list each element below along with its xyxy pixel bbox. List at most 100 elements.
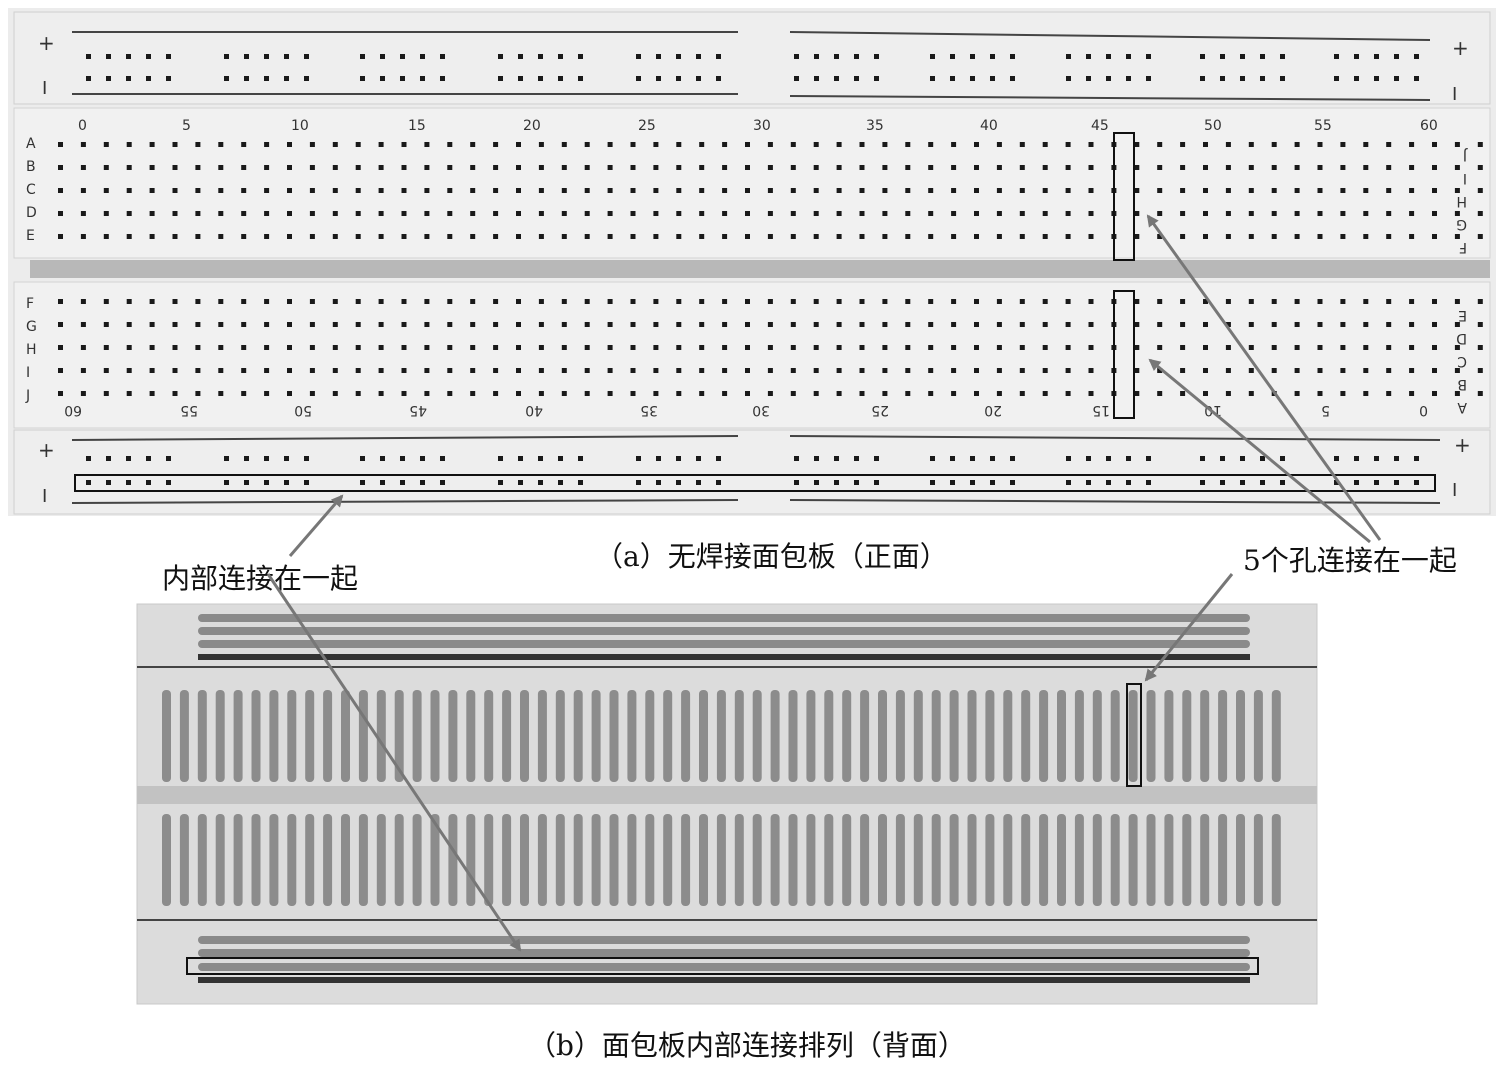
terminal-strip bbox=[806, 814, 816, 906]
hole bbox=[172, 299, 178, 304]
row-letter: C bbox=[1457, 353, 1467, 369]
hole bbox=[767, 391, 773, 396]
hole bbox=[332, 345, 338, 350]
hole bbox=[1065, 322, 1071, 327]
row-letter: D bbox=[1456, 330, 1467, 346]
terminal-strip bbox=[466, 814, 476, 906]
column-number: 15 bbox=[408, 118, 426, 134]
rail-hole bbox=[558, 54, 563, 59]
hole bbox=[767, 368, 773, 373]
hole bbox=[1042, 391, 1048, 396]
hole bbox=[561, 368, 567, 373]
rail-hole bbox=[264, 480, 269, 485]
hole bbox=[1134, 234, 1140, 239]
hole bbox=[1088, 142, 1094, 147]
terminal-strips bbox=[162, 690, 1281, 906]
hole bbox=[172, 142, 178, 147]
column-number: 15 bbox=[1092, 402, 1110, 418]
rail-hole bbox=[1260, 76, 1265, 81]
hole bbox=[1363, 368, 1369, 373]
hole bbox=[584, 142, 590, 147]
hole bbox=[241, 165, 247, 170]
column-number: 30 bbox=[752, 402, 770, 418]
terminal-strip bbox=[788, 690, 798, 782]
rail-hole bbox=[1414, 480, 1419, 485]
hole bbox=[58, 165, 63, 170]
hole bbox=[447, 142, 453, 147]
hole bbox=[1363, 165, 1369, 170]
rail-hole bbox=[244, 480, 249, 485]
hole bbox=[1317, 322, 1323, 327]
hole bbox=[1225, 142, 1231, 147]
rail-hole bbox=[1374, 456, 1379, 461]
hole bbox=[470, 165, 476, 170]
hole bbox=[951, 368, 957, 373]
hole bbox=[974, 234, 979, 239]
terminal-strip bbox=[251, 690, 261, 782]
hole bbox=[882, 211, 888, 216]
hole bbox=[103, 345, 109, 350]
hole bbox=[1363, 211, 1369, 216]
rail-hole bbox=[420, 456, 425, 461]
terminal-strip bbox=[502, 690, 512, 782]
hole bbox=[309, 299, 315, 304]
hole bbox=[653, 234, 659, 239]
hole bbox=[287, 165, 292, 170]
rail-hole bbox=[930, 456, 935, 461]
hole bbox=[859, 211, 865, 216]
hole bbox=[218, 211, 224, 216]
hole bbox=[516, 322, 521, 327]
hole bbox=[493, 322, 499, 327]
rail-hole bbox=[106, 54, 111, 59]
row-letter: I bbox=[26, 365, 30, 381]
rail-hole bbox=[538, 54, 543, 59]
rail-line bbox=[789, 499, 1441, 504]
hole bbox=[607, 345, 613, 350]
rail-hole bbox=[166, 54, 171, 59]
terminal-strip bbox=[1146, 690, 1156, 782]
hole bbox=[996, 345, 1002, 350]
hole bbox=[447, 368, 453, 373]
terminal-strip bbox=[1200, 690, 1210, 782]
hole bbox=[584, 345, 590, 350]
terminal-strip bbox=[1074, 814, 1084, 906]
hole bbox=[561, 165, 567, 170]
column-number: 35 bbox=[640, 402, 658, 418]
terminal-strip bbox=[663, 690, 673, 782]
hole bbox=[561, 188, 567, 193]
hole bbox=[607, 165, 613, 170]
hole bbox=[1203, 211, 1208, 216]
terminal-strip bbox=[502, 814, 512, 906]
rail-hole bbox=[400, 456, 405, 461]
rail-hole bbox=[360, 456, 365, 461]
hole bbox=[905, 211, 911, 216]
rail-hole bbox=[284, 456, 289, 461]
hole bbox=[1180, 368, 1186, 373]
column-number: 25 bbox=[638, 118, 656, 134]
hole bbox=[287, 142, 292, 147]
hole bbox=[126, 165, 132, 170]
minus-symbol: I bbox=[1452, 480, 1457, 501]
hole bbox=[928, 142, 934, 147]
hole bbox=[1454, 234, 1460, 239]
hole bbox=[1386, 142, 1392, 147]
rail-hole bbox=[636, 54, 641, 59]
hole bbox=[241, 299, 247, 304]
hole bbox=[951, 188, 957, 193]
hole bbox=[80, 322, 86, 327]
terminal-strip bbox=[1200, 814, 1210, 906]
hole bbox=[287, 211, 292, 216]
hole bbox=[355, 188, 361, 193]
row-letter: B bbox=[26, 159, 36, 175]
rail-hole bbox=[716, 54, 721, 59]
hole bbox=[905, 142, 911, 147]
hole bbox=[401, 322, 407, 327]
rail-hole bbox=[440, 76, 445, 81]
hole bbox=[126, 368, 132, 373]
rail-hole bbox=[716, 480, 721, 485]
hole bbox=[859, 234, 865, 239]
rail-strip bbox=[198, 640, 1250, 648]
arrow-to-front-rail bbox=[288, 494, 344, 557]
hole bbox=[287, 391, 292, 396]
hole bbox=[767, 188, 773, 193]
